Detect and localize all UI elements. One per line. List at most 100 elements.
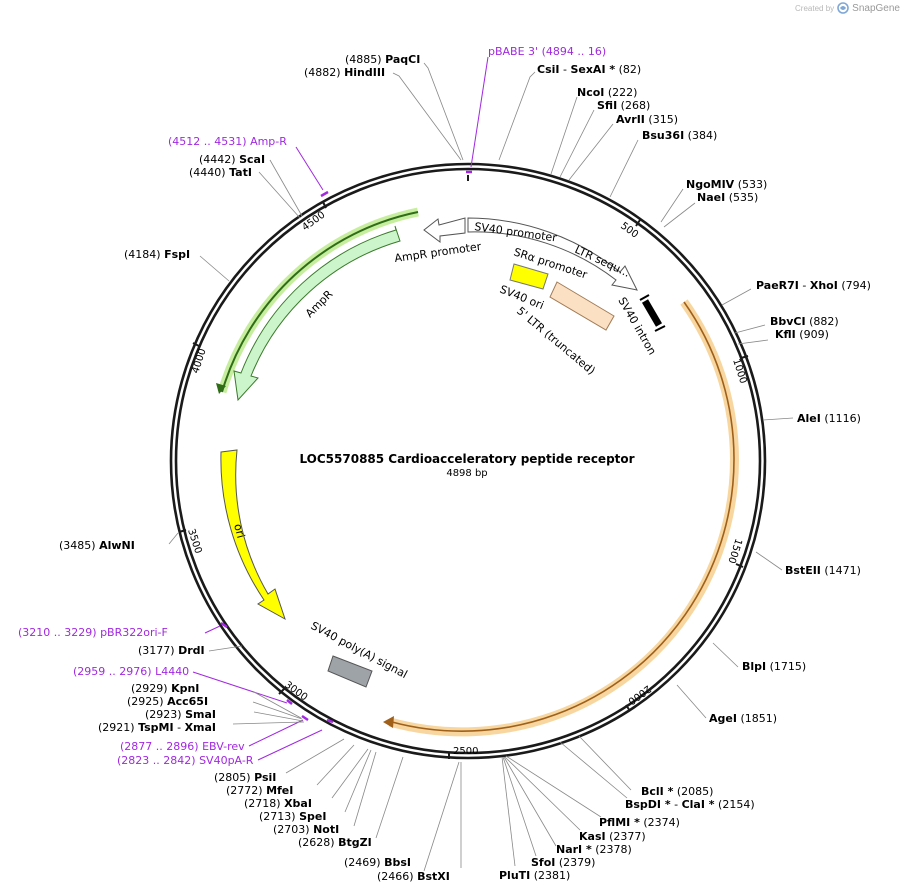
site-label-tspmi-xmai: (2921) TspMI - XmaI xyxy=(98,721,216,734)
site-label-alei: AleI (1116) xyxy=(797,412,861,425)
primer-line-pbr322 xyxy=(204,625,221,634)
site-label-noti: (2703) NotI xyxy=(273,823,339,836)
site-connectors xyxy=(168,62,794,872)
tick-4500 xyxy=(322,201,327,209)
site-label-kasi: KasI (2377) xyxy=(579,830,646,843)
site-label-bsteii: BstEII (1471) xyxy=(785,564,861,577)
primer-label-pbabe: pBABE 3' (4894 .. 16) xyxy=(488,45,606,58)
ori-arrow xyxy=(220,449,286,621)
site-label-naei: NaeI (535) xyxy=(697,191,758,204)
polya-box xyxy=(327,655,373,688)
site-label-kpni: (2929) KpnI xyxy=(131,682,199,695)
backbone-outer xyxy=(169,162,767,760)
site-label-btgzi: (2628) BtgZI xyxy=(298,836,372,849)
plasmid-length: 4898 bp xyxy=(446,468,487,479)
primer-mark-pbr322 xyxy=(220,621,228,629)
site-label-csii-sexai: CsiI - SexAI * (82) xyxy=(537,63,641,76)
site-label-acc65i: (2925) Acc65I xyxy=(127,695,208,708)
site-label-paqci: (4885) PaqCI xyxy=(345,53,420,66)
ori-label: ori xyxy=(231,522,247,539)
insert-cds-arrowhead xyxy=(383,716,394,728)
site-label-bspdi-clai: BspDI * - ClaI * (2154) xyxy=(625,798,755,811)
site-label-ngomiv: NgoMIV (533) xyxy=(686,178,767,191)
site-label-blpi: BlpI (1715) xyxy=(742,660,806,673)
site-label-agei: AgeI (1851) xyxy=(709,712,777,725)
site-label-bsu36i: Bsu36I (384) xyxy=(642,129,717,142)
origin-mark xyxy=(467,175,469,181)
plasmid-title: LOC5570885 Cardioacceleratory peptide re… xyxy=(299,452,634,466)
site-labels: (4885) PaqCI (4882) HindIII CsiI - SexAI… xyxy=(59,53,871,883)
primer-label-sv40pa: (2823 .. 2842) SV40pA-R xyxy=(117,754,254,767)
tick-label-3000: 3000 xyxy=(282,680,309,704)
site-label-pluti: PluTI (2381) xyxy=(499,869,570,882)
tick-500 xyxy=(635,219,641,227)
backbone-inner xyxy=(174,167,762,755)
ampr-highlight-arrowhead xyxy=(216,383,226,394)
site-label-kfli: KflI (909) xyxy=(775,328,829,341)
ticks-group: 500 1000 1500 2000 2500 3000 3500 4000 4… xyxy=(178,201,749,759)
primer-mark-sv40pa xyxy=(326,718,334,724)
site-label-fspi: (4184) FspI xyxy=(124,248,190,261)
snapgene-watermark: Created by SnapGene xyxy=(795,2,900,14)
primer-mark-ebv xyxy=(301,714,309,722)
site-label-alwni: (3485) AlwNI xyxy=(59,539,135,552)
ampr-arrow xyxy=(233,225,401,402)
primer-labels: pBABE 3' (4894 .. 16) (4512 .. 4531) Amp… xyxy=(18,45,606,767)
primer-label-ebv: (2877 .. 2896) EBV-rev xyxy=(120,740,245,753)
insert-cds-core xyxy=(391,301,735,732)
site-label-spei: (2713) SpeI xyxy=(259,810,326,823)
tick-label-2500: 2500 xyxy=(453,746,478,757)
site-label-tati: (4440) TatI xyxy=(189,166,252,179)
site-label-ncoi: NcoI (222) xyxy=(577,86,637,99)
site-label-bbsi: (2469) BbsI xyxy=(344,856,411,869)
primer-mark-l4440 xyxy=(286,699,293,705)
site-label-drdi: (3177) DrdI xyxy=(138,644,205,657)
ampr-promoter-arrow xyxy=(423,217,466,243)
site-label-bcli: BclI * (2085) xyxy=(641,785,713,798)
watermark-text: Created by xyxy=(795,3,835,13)
site-label-nari: NarI * (2378) xyxy=(556,843,632,856)
primer-marks xyxy=(192,56,489,761)
site-label-pflmi: PflMI * (2374) xyxy=(599,816,680,829)
tick-3000 xyxy=(278,688,285,695)
tick-1500 xyxy=(735,563,744,568)
sv40-intron-bar xyxy=(641,299,663,327)
tick-label-1500: 1500 xyxy=(725,537,743,565)
primer-line-ampr xyxy=(295,146,324,191)
sv40-intron-cap1 xyxy=(639,294,650,301)
snapgene-logo-icon xyxy=(837,2,849,14)
primer-label-l4440: (2959 .. 2976) L4440 xyxy=(73,665,189,678)
site-label-bstxi: (2466) BstXI xyxy=(377,870,450,883)
site-label-sfoi: SfoI (2379) xyxy=(531,856,595,869)
primer-label-ampr: (4512 .. 4531) Amp-R xyxy=(168,135,287,148)
site-label-scai: (4442) ScaI xyxy=(199,153,265,166)
sv40-promoter-arrow xyxy=(467,217,638,291)
ampr-promoter-label: AmpR promoter xyxy=(394,240,483,265)
site-label-mfei: (2772) MfeI xyxy=(226,784,293,797)
site-label-paer7i-xhoi: PaeR7I - XhoI (794) xyxy=(756,279,871,292)
primer-line-ebv xyxy=(248,719,304,747)
primer-line-sv40pa xyxy=(257,729,323,761)
site-label-smai: (2923) SmaI xyxy=(145,708,216,721)
site-label-xbai: (2718) XbaI xyxy=(244,797,312,810)
tick-1000 xyxy=(740,355,749,359)
primer-line-l4440 xyxy=(192,671,288,704)
primer-mark-ampr xyxy=(320,190,329,198)
site-label-psii: (2805) PsiI xyxy=(214,771,276,784)
primer-line-pbabe xyxy=(470,56,489,168)
tick-2000 xyxy=(625,704,631,712)
watermark-brand: SnapGene xyxy=(852,2,900,14)
tick-3500 xyxy=(178,529,187,533)
site-label-bbvci: BbvCI (882) xyxy=(770,315,839,328)
site-label-avrii: AvrII (315) xyxy=(616,113,678,126)
ampr-highlight-core xyxy=(221,211,419,393)
primer-label-pbr322: (3210 .. 3229) pBR322ori-F xyxy=(18,626,168,639)
site-label-hindiii: (4882) HindIII xyxy=(304,66,385,79)
sv40-ori-box xyxy=(509,263,549,290)
sv40-intron-label: SV40 intron xyxy=(615,295,658,357)
ltr5-box xyxy=(549,281,615,331)
sv40-intron-cap2 xyxy=(654,325,666,332)
tick-4000 xyxy=(192,342,200,347)
site-label-sfii: SfiI (268) xyxy=(597,99,650,112)
